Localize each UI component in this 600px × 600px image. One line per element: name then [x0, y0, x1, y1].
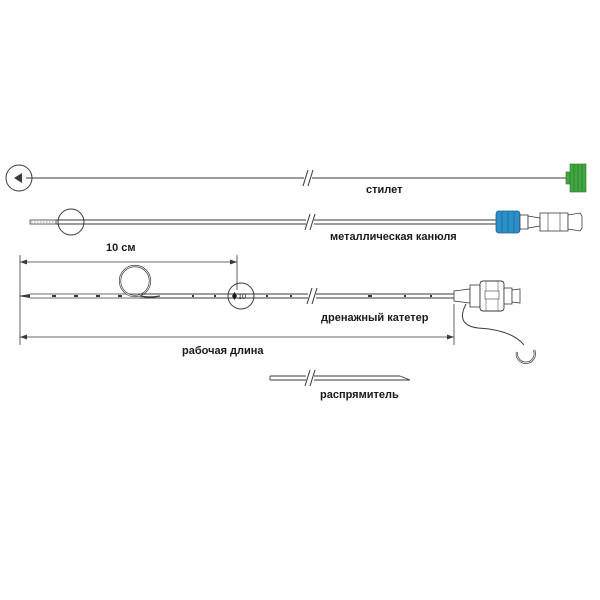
- marker-label: 10: [238, 292, 246, 301]
- cannula-tip-detail-circle: [57, 208, 85, 236]
- cannula-assembly: металлическая канюля: [29, 208, 583, 243]
- pigtail-loop: [118, 264, 161, 298]
- stylet-break-mark: [302, 169, 314, 187]
- stylet-hub: [565, 163, 587, 193]
- drainage-catheter-assembly: 10 дренажный катетер: [18, 264, 536, 364]
- stylet-assembly: стилет: [5, 163, 587, 196]
- stylet-label: стилет: [366, 184, 403, 196]
- ten-cm-dimension: 10 см: [19, 242, 238, 302]
- cannula-hub: [495, 210, 583, 234]
- straightener-label: распрямитель: [320, 389, 399, 401]
- straightener-assembly: распрямитель: [269, 369, 411, 401]
- hub-cap-tether: [462, 303, 536, 364]
- marker-detail: 10: [227, 282, 255, 310]
- marker-diamond-icon: [232, 292, 237, 300]
- working-length-label: рабочая длина: [182, 345, 264, 357]
- catheter-drain-holes: [52, 295, 122, 297]
- straightener-break-mark: [304, 369, 316, 387]
- stylet-tip-icon: [14, 173, 22, 183]
- ten-cm-label: 10 см: [106, 242, 136, 254]
- working-length-dimension: рабочая длина: [19, 302, 455, 357]
- cannula-label: металлическая канюля: [330, 231, 457, 243]
- catheter-scale-ticks: [192, 295, 432, 297]
- catheter-tip: [18, 294, 30, 298]
- drainage-catheter-label: дренажный катетер: [321, 312, 429, 324]
- cannula-break-mark: [304, 213, 316, 231]
- catheter-hub: [453, 280, 521, 312]
- catheter-break-mark: [306, 287, 318, 305]
